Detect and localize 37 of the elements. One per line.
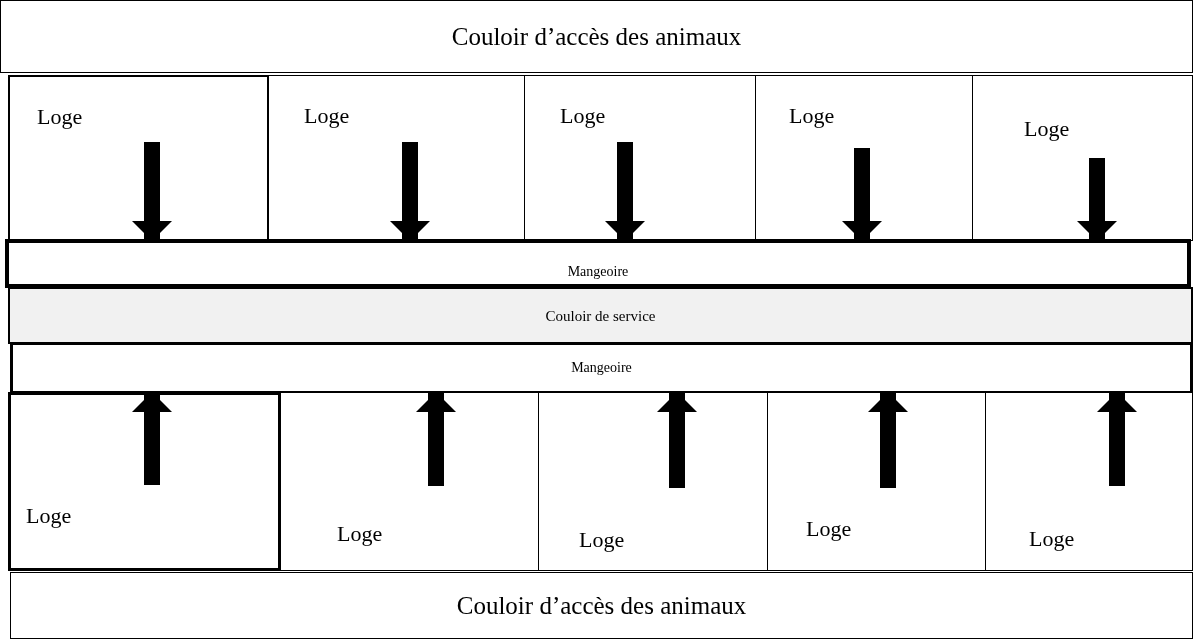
stall-label: Loge [26, 503, 72, 529]
corridor-band [8, 287, 1193, 344]
stall-box [538, 392, 768, 571]
stall-box [767, 392, 986, 571]
stall-label: Loge [1029, 526, 1075, 552]
corridor-label: Couloir d’accès des animaux [455, 591, 748, 620]
stall-label: Loge [560, 103, 606, 129]
arrow [416, 392, 456, 486]
corridor-band [0, 0, 1193, 73]
stall-box [972, 75, 1193, 241]
feeder-trough [5, 239, 1191, 288]
arrow [1077, 158, 1117, 241]
stall-box [8, 75, 269, 241]
trough-label: Mangeoire [570, 360, 633, 376]
trough-label: Mangeoire [566, 264, 630, 280]
arrow [1097, 392, 1137, 486]
arrow [842, 148, 882, 241]
stall-box [8, 392, 281, 571]
corridor-label: Couloir de service [544, 307, 657, 324]
corridor-label: Couloir d’accès des animaux [450, 22, 743, 51]
stall-label: Loge [1024, 116, 1070, 142]
stall-label: Loge [806, 516, 852, 542]
stall-label: Loge [579, 527, 625, 553]
feeder-trough [10, 342, 1193, 394]
stall-label: Loge [304, 103, 350, 129]
stall-box [985, 392, 1193, 571]
stall-label: Loge [789, 103, 835, 129]
stall-box [280, 392, 539, 571]
arrow [132, 392, 172, 485]
arrow [605, 142, 645, 241]
arrow [390, 142, 430, 241]
arrow [657, 392, 697, 488]
stall-label: Loge [337, 521, 383, 547]
arrow [868, 392, 908, 488]
corridor-band [10, 572, 1193, 639]
stall-label: Loge [37, 104, 83, 130]
arrow [132, 142, 172, 241]
